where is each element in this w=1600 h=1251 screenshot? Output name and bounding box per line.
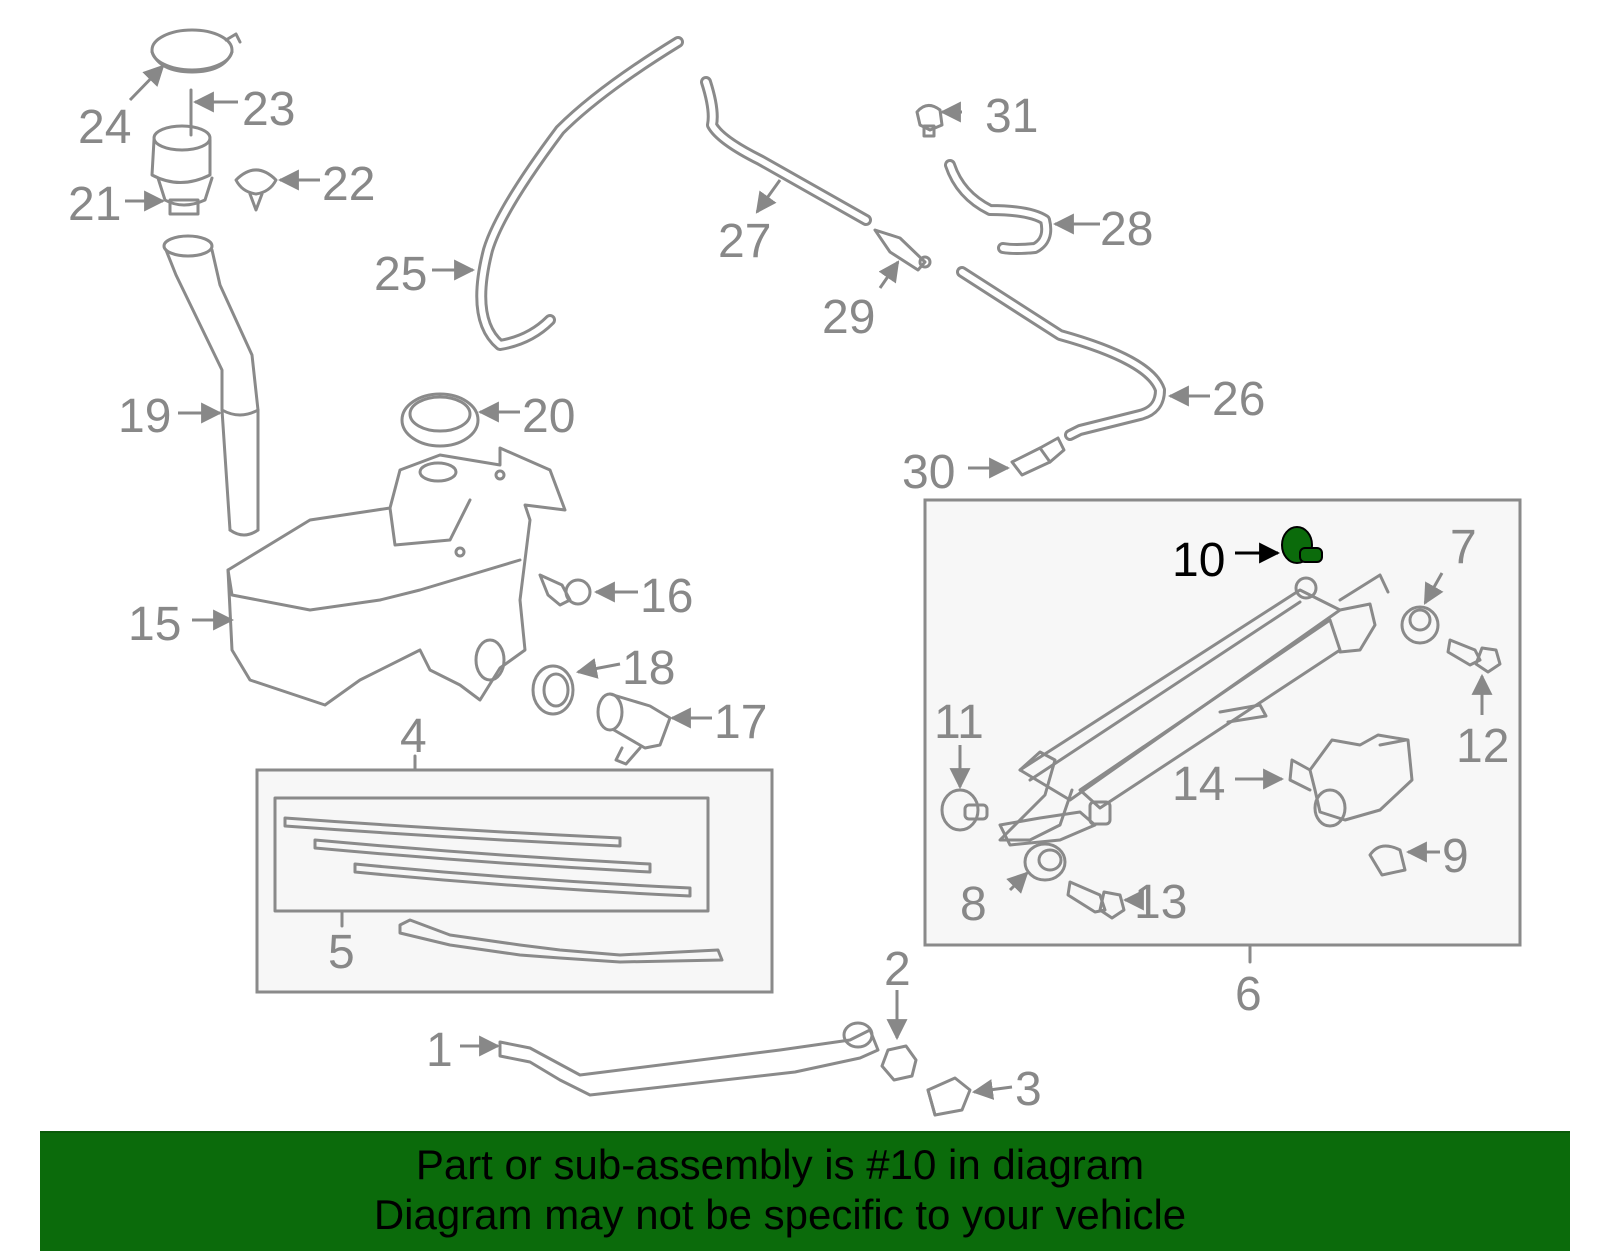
- arm-cap: [926, 1076, 972, 1117]
- hose-joint-29: [873, 228, 932, 272]
- wiper-refills: [283, 816, 692, 898]
- callout-20: 20: [522, 390, 575, 443]
- callout-7: 7: [1450, 521, 1477, 574]
- bolt-16: [538, 573, 592, 607]
- callout-24: 24: [78, 101, 131, 154]
- callout-28: 28: [1100, 203, 1153, 256]
- callout-1: 1: [426, 1024, 453, 1077]
- callout-12: 12: [1456, 720, 1509, 773]
- washer-tank: [226, 446, 567, 707]
- callout-13: 13: [1134, 876, 1187, 929]
- callout-31: 31: [985, 90, 1038, 143]
- wiper-motor: [1288, 733, 1414, 828]
- callout-3: 3: [1015, 1063, 1042, 1116]
- callout-30: 30: [902, 446, 955, 499]
- banner-line-disclaimer: Diagram may not be specific to your vehi…: [373, 1191, 1187, 1238]
- callout-6: 6: [1235, 968, 1262, 1021]
- bushing-7: [1400, 605, 1440, 645]
- bolt-13: [1066, 880, 1126, 920]
- callout-16: 16: [640, 570, 693, 623]
- wiper-blade: [398, 918, 724, 964]
- filler-pipe: [162, 234, 260, 537]
- callout-11: 11: [934, 696, 984, 749]
- grommet-small: [531, 664, 575, 716]
- callout-18: 18: [622, 642, 675, 695]
- wiper-linkage: [998, 573, 1390, 847]
- callout-23: 23: [242, 83, 295, 136]
- callout-26: 26: [1212, 373, 1265, 426]
- grommet-large: [400, 392, 480, 448]
- hose-28: [944, 159, 1053, 255]
- hose-25: [475, 36, 684, 351]
- highlighted-part-10: [1281, 526, 1323, 564]
- callout-19: 19: [118, 390, 171, 443]
- bolt-12: [1446, 638, 1502, 674]
- bushing-8: [1023, 842, 1067, 882]
- callout-27: 27: [718, 215, 771, 268]
- callout-9: 9: [1442, 830, 1469, 883]
- callout-29: 29: [822, 291, 875, 344]
- callout-15: 15: [128, 598, 181, 651]
- callout-25: 25: [374, 248, 427, 301]
- banner-line-part: Part or sub-assembly is #10 in diagram: [415, 1141, 1145, 1188]
- clip: [234, 168, 278, 212]
- clip-11: [940, 788, 989, 832]
- nut: [880, 1044, 918, 1082]
- callout-17: 17: [714, 696, 767, 749]
- cap-9: [1368, 844, 1407, 877]
- callout-21: 21: [68, 178, 121, 231]
- filler-cap: [150, 28, 242, 74]
- wiper-arm: [498, 1021, 880, 1097]
- callout-14: 14: [1172, 758, 1225, 811]
- hose-27: [700, 76, 872, 226]
- washer-pump: [596, 692, 672, 766]
- callout-4: 4: [400, 710, 427, 763]
- wiper-linkage-box: [923, 498, 1522, 947]
- connector-30: [1010, 436, 1066, 477]
- callout-5: 5: [328, 926, 355, 979]
- hose-26: [956, 266, 1166, 441]
- callout-10: 10: [1172, 534, 1225, 587]
- info-banner: Part or sub-assembly is #10 in diagram D…: [40, 1131, 1570, 1251]
- callout-8: 8: [960, 878, 987, 931]
- callout-22: 22: [322, 158, 375, 211]
- washer-nozzle: [915, 104, 944, 138]
- wiper-refill-box: [273, 796, 710, 913]
- callout-2: 2: [884, 943, 911, 996]
